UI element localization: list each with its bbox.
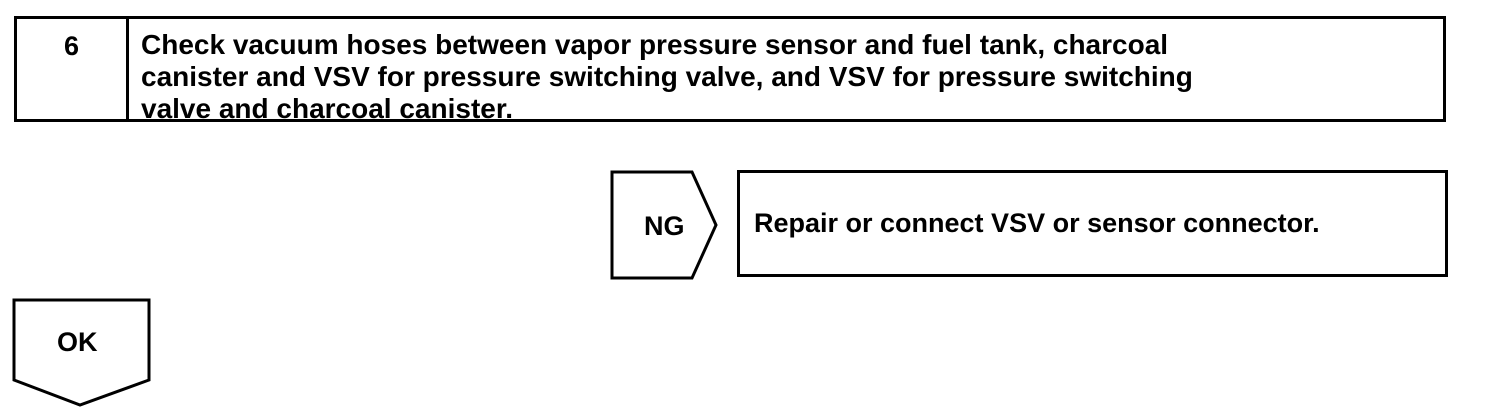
step-number: 6 [17, 19, 129, 119]
ng-result-box: Repair or connect VSV or sensor connecto… [737, 170, 1448, 277]
ng-result-text: Repair or connect VSV or sensor connecto… [754, 208, 1320, 238]
step-box: 6 Check vacuum hoses between vapor press… [14, 16, 1446, 124]
ng-label: NG [644, 211, 685, 241]
ok-label: OK [57, 327, 98, 357]
step-instruction: Check vacuum hoses between vapor pressur… [141, 29, 1193, 124]
